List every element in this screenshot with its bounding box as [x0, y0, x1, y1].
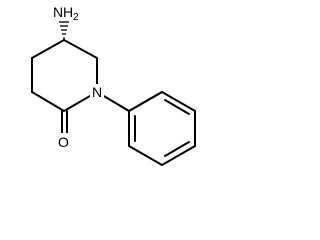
structure-diagram: N H 2 N O: [31, 4, 196, 166]
hashed-wedge-bond: [59, 21, 69, 39]
amine-n-label: N: [53, 4, 63, 20]
bond-c5-c6: [63, 39, 98, 59]
bond-c4-c5: [31, 39, 65, 59]
ring-nitrogen-label: N: [92, 84, 102, 100]
carbonyl-o-bg: [56, 133, 72, 151]
ring-n-bg: [90, 84, 104, 100]
carbonyl-oxygen-label: O: [58, 134, 69, 150]
amine-subscript: 2: [73, 12, 79, 23]
benzene-ring: [128, 91, 196, 166]
bond-c2-c3: [31, 91, 65, 112]
amine-h-label: H: [63, 4, 73, 20]
